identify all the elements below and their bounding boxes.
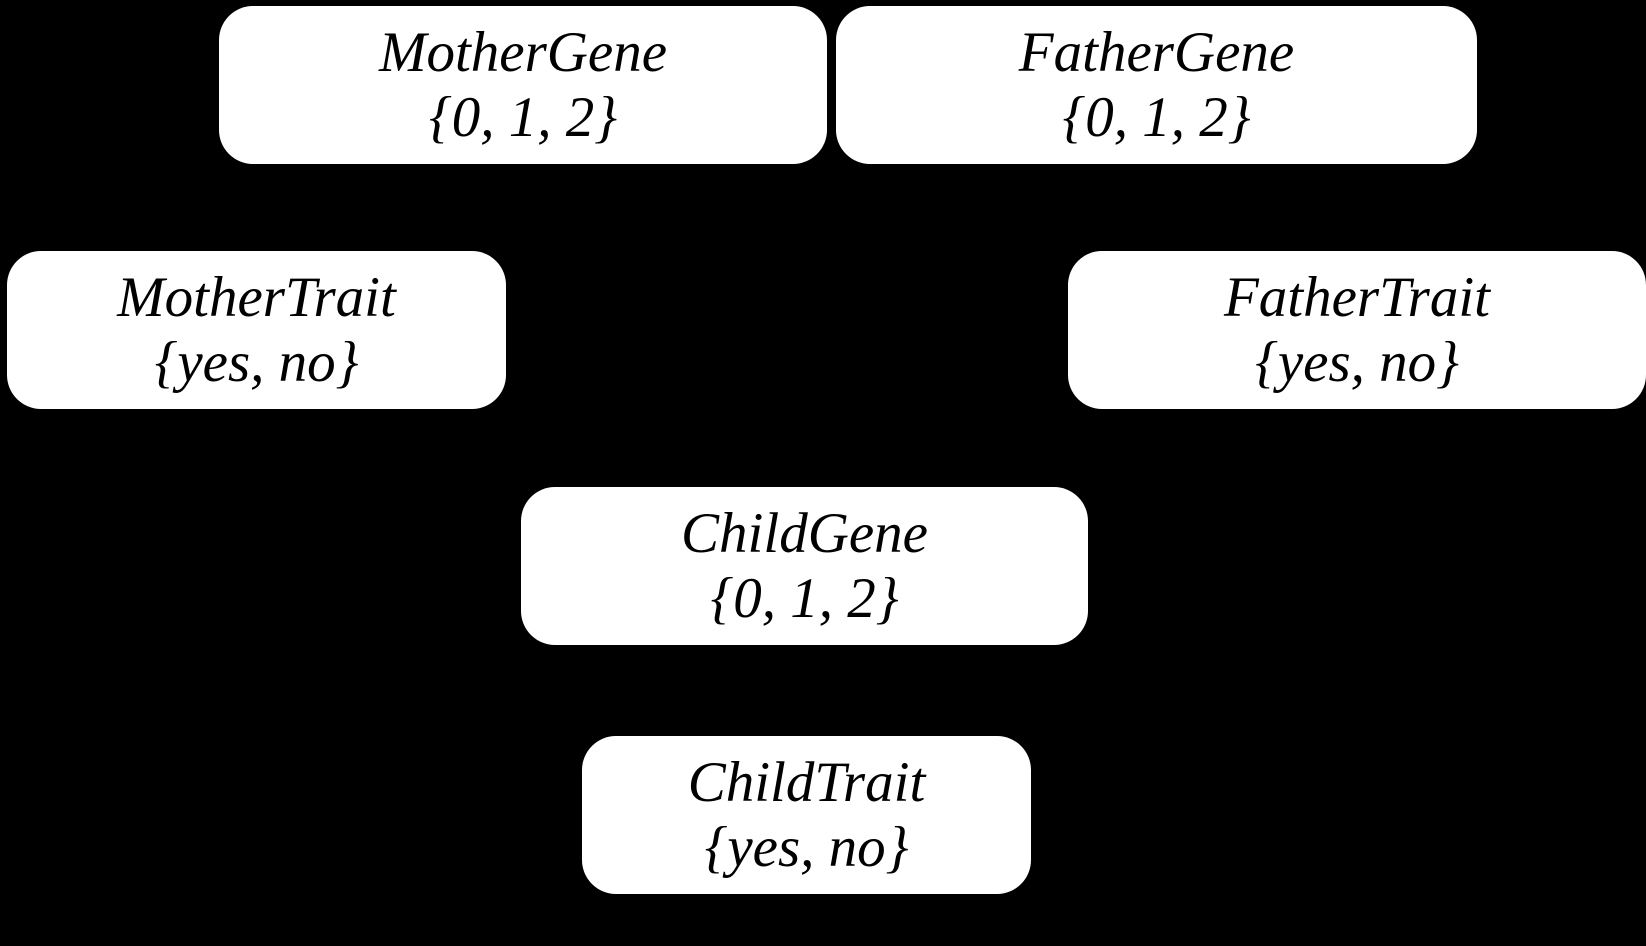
node-child-gene-domain: {0, 1, 2}	[710, 567, 899, 630]
node-mother-gene-domain: {0, 1, 2}	[428, 86, 618, 149]
node-mother-trait-domain: {yes, no}	[154, 331, 359, 394]
node-mother-trait[interactable]: MotherTrait {yes, no}	[7, 251, 506, 409]
node-child-gene-label: ChildGene	[681, 502, 928, 565]
node-father-gene-label: FatherGene	[1018, 21, 1295, 84]
node-father-gene-domain: {0, 1, 2}	[1062, 86, 1251, 149]
node-child-gene[interactable]: ChildGene {0, 1, 2}	[521, 487, 1088, 645]
node-father-gene[interactable]: FatherGene {0, 1, 2}	[836, 6, 1477, 164]
node-mother-gene[interactable]: MotherGene {0, 1, 2}	[219, 6, 827, 164]
node-child-trait-domain: {yes, no}	[704, 816, 909, 879]
node-mother-trait-label: MotherTrait	[117, 266, 396, 329]
node-father-trait-label: FatherTrait	[1223, 266, 1491, 329]
node-child-trait[interactable]: ChildTrait {yes, no}	[582, 736, 1031, 894]
node-child-trait-label: ChildTrait	[687, 751, 926, 814]
node-mother-gene-label: MotherGene	[378, 21, 668, 84]
node-father-trait-domain: {yes, no}	[1255, 331, 1459, 394]
node-father-trait[interactable]: FatherTrait {yes, no}	[1068, 251, 1646, 409]
